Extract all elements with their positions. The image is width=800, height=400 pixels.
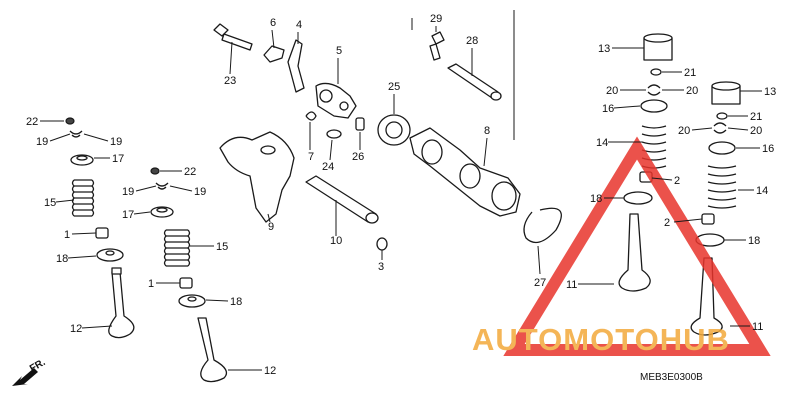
callout-label-c6: 6	[270, 17, 276, 29]
leader-line-c12	[81, 325, 113, 329]
leader-line-c19b	[83, 133, 109, 142]
callout-label-c8: 8	[484, 125, 490, 137]
arrow-icon	[12, 368, 38, 386]
leader-line-c19a	[49, 133, 71, 142]
leader-line-c2b	[673, 218, 703, 223]
callout-label-c24: 24	[322, 161, 334, 173]
leader-line-c27	[537, 245, 541, 275]
callout-label-c11b: 11	[752, 321, 763, 333]
leader-line-c1	[71, 232, 97, 235]
leader-line-c18b	[205, 299, 229, 302]
rocker-group	[213, 23, 388, 251]
callout-label-c20c: 20	[678, 125, 690, 137]
callout-label-c17: 17	[112, 153, 124, 165]
callout-label-c29: 29	[430, 13, 442, 25]
callout-label-c16: 16	[602, 103, 614, 115]
callouts: 1122345678910111112121313141415151616171…	[26, 13, 776, 377]
callout-label-c16b: 16	[762, 143, 774, 155]
separator-lines	[411, 10, 515, 140]
callout-label-c18c: 18	[590, 193, 602, 205]
callout-label-c4: 4	[296, 19, 302, 31]
callout-label-c5: 5	[336, 45, 342, 57]
leader-line-c17b	[133, 211, 151, 215]
callout-label-c9: 9	[268, 221, 274, 233]
leader-line-c19c	[135, 185, 157, 192]
callout-label-c19a: 19	[36, 136, 48, 148]
callout-label-c19d: 19	[194, 186, 206, 198]
callout-label-c18b: 18	[230, 296, 242, 308]
callout-label-c13: 13	[598, 43, 610, 55]
watermark-text: AUTOMOTOHUB	[472, 322, 730, 357]
callout-label-c7: 7	[308, 151, 314, 163]
valve-group-left-b	[150, 167, 228, 383]
callout-label-c20d: 20	[750, 125, 762, 137]
callout-label-c20a: 20	[606, 85, 618, 97]
callout-label-c26: 26	[352, 151, 364, 163]
callout-label-c1: 1	[64, 229, 70, 241]
callout-label-c15b: 15	[216, 241, 228, 253]
front-label: FR.	[28, 357, 48, 375]
leader-line-c24	[329, 139, 333, 161]
callout-label-c13b: 13	[764, 86, 776, 98]
callout-label-c14b: 14	[756, 185, 768, 197]
triangle-logo-icon	[503, 136, 771, 356]
callout-label-c3: 3	[378, 261, 384, 273]
callout-label-c12b: 12	[264, 365, 276, 377]
leader-line-c15	[55, 199, 75, 203]
leader-line-c8	[483, 137, 488, 167]
camshaft-group	[377, 31, 562, 244]
diagram-code: MEB3E0300B	[640, 372, 703, 383]
callout-label-c19b: 19	[110, 136, 122, 148]
callout-label-c23: 23	[224, 75, 236, 87]
callout-label-c18d: 18	[748, 235, 760, 247]
callout-label-c11: 11	[566, 279, 577, 291]
leader-line-c18	[67, 255, 97, 259]
leader-line-c6	[271, 29, 275, 49]
leader-line-c23	[229, 41, 233, 75]
leader-line-c9	[267, 213, 271, 223]
valve-group-left-a	[65, 117, 135, 339]
callout-label-c21b: 21	[750, 111, 762, 123]
callout-label-c1b: 1	[148, 278, 154, 290]
callout-label-c21: 21	[684, 67, 696, 79]
callout-label-c28: 28	[466, 35, 478, 47]
leader-line-c19d	[169, 185, 193, 192]
leader-line-c2	[651, 177, 673, 181]
callout-label-c27: 27	[534, 277, 546, 289]
valve-group-right-b	[690, 81, 741, 336]
callout-label-c15: 15	[44, 197, 56, 209]
callout-label-c2b: 2	[664, 217, 670, 229]
callout-label-c20b: 20	[686, 85, 698, 97]
callout-label-c12: 12	[70, 323, 82, 335]
leader-line-c16	[613, 105, 641, 109]
callout-label-c22: 22	[26, 116, 38, 128]
callout-label-c25: 25	[388, 81, 400, 93]
leader-line-c20c	[691, 127, 713, 131]
callout-label-c19c: 19	[122, 186, 134, 198]
front-arrow: FR.	[12, 357, 48, 386]
valve-group-right-a	[618, 33, 673, 292]
callout-label-c2: 2	[674, 175, 680, 187]
callout-label-c17b: 17	[122, 209, 134, 221]
callout-label-c22b: 22	[184, 166, 196, 178]
leader-line-c20d	[727, 127, 749, 131]
callout-label-c10: 10	[330, 235, 342, 247]
callout-label-c14: 14	[596, 137, 608, 149]
watermark: AUTOMOTOHUB	[472, 136, 771, 357]
callout-label-c18: 18	[56, 253, 68, 265]
